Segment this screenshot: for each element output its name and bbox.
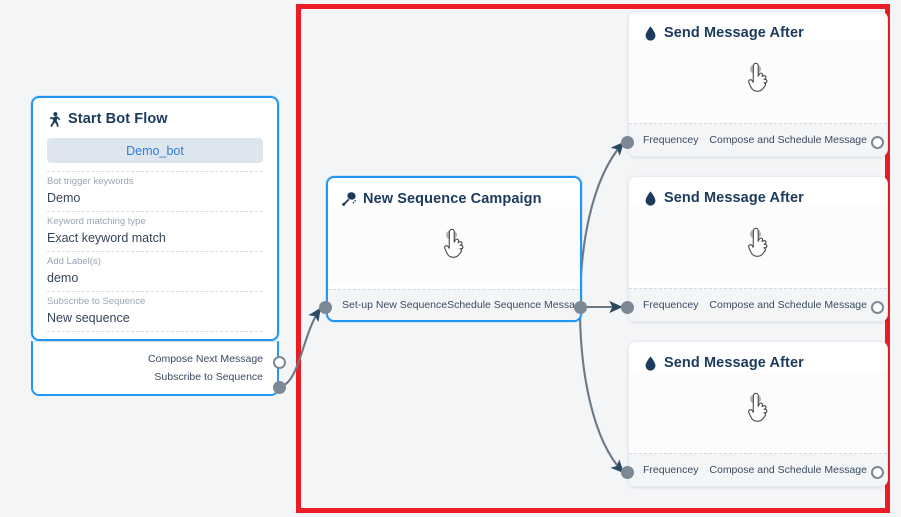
running-person-icon: [47, 111, 62, 127]
field-value: New sequence: [47, 311, 130, 325]
node-title: Send Message After: [664, 25, 804, 41]
megaphone-icon: [342, 191, 357, 207]
field-value: Exact keyword match: [47, 231, 166, 245]
port-frequencey-3[interactable]: [621, 466, 634, 479]
bot-field-list: Bot trigger keywords Demo Keyword matchi…: [47, 171, 263, 332]
edge-campaign-to-card-1: [578, 141, 625, 308]
field-subscribe-to-sequence[interactable]: Subscribe to Sequence New sequence: [47, 292, 263, 332]
node-start-bot-flow-footer: Compose Next Message Subscribe to Sequen…: [31, 341, 279, 396]
port-label: Subscribe to Sequence: [154, 371, 263, 383]
node-footer: Frequencey Compose and Schedule Message: [629, 123, 887, 156]
node-cursor-placeholder: [629, 371, 887, 449]
node-cursor-placeholder: [328, 207, 580, 285]
node-cursor-placeholder: [629, 41, 887, 119]
node-title: Send Message After: [664, 355, 804, 371]
node-send-message-after-3[interactable]: Send Message After Frequencey Compose an…: [628, 341, 888, 487]
pointing-hand-cursor: [444, 228, 464, 258]
bot-name-label: Demo_bot: [126, 143, 184, 158]
port-subscribe-to-sequence[interactable]: [273, 381, 286, 394]
field-label: Bot trigger keywords: [47, 176, 134, 187]
field-label: Add Label(s): [47, 256, 101, 267]
node-footer: Frequencey Compose and Schedule Message: [629, 288, 887, 321]
port-row-subscribe-to-sequence[interactable]: Subscribe to Sequence: [154, 370, 263, 384]
node-title: Send Message After: [664, 190, 804, 206]
port-compose-next-message[interactable]: [273, 356, 286, 369]
node-send-message-after-1[interactable]: Send Message After Frequencey Compose an…: [628, 11, 888, 157]
node-header: Start Bot Flow: [33, 98, 277, 127]
port-compose-and-schedule-message-3[interactable]: [871, 466, 884, 479]
node-title: Start Bot Flow: [68, 111, 168, 127]
port-compose-and-schedule-message-1[interactable]: [871, 136, 884, 149]
footer-label-left[interactable]: Frequencey: [643, 299, 699, 311]
pointing-hand-cursor: [748, 227, 768, 257]
field-keyword-matching-type[interactable]: Keyword matching type Exact keyword matc…: [47, 212, 263, 252]
bot-name-pill[interactable]: Demo_bot: [47, 138, 263, 163]
edge-subscribe-to-campaign: [279, 307, 321, 389]
footer-label-left[interactable]: Set-up New Sequence: [342, 299, 448, 311]
port-row-compose-next-message[interactable]: Compose Next Message: [148, 352, 263, 366]
edge-campaign-to-card-3: [578, 307, 625, 474]
port-schedule-sequence-message[interactable]: [574, 301, 587, 314]
node-cursor-placeholder: [629, 206, 887, 284]
node-send-message-after-2[interactable]: Send Message After Frequencey Compose an…: [628, 176, 888, 322]
water-drop-icon: [643, 355, 658, 371]
node-header: Send Message After: [629, 342, 887, 371]
field-value: demo: [47, 271, 79, 285]
node-start-bot-flow[interactable]: Start Bot Flow Demo_bot Bot trigger keyw…: [31, 96, 279, 341]
footer-label-right[interactable]: Schedule Sequence Message: [447, 299, 587, 311]
footer-label-left[interactable]: Frequencey: [643, 464, 699, 476]
port-list: Compose Next Message Subscribe to Sequen…: [33, 341, 277, 394]
footer-label-left[interactable]: Frequencey: [643, 134, 699, 146]
footer-label-right[interactable]: Compose and Schedule Message: [709, 299, 867, 311]
water-drop-icon: [643, 190, 658, 206]
node-header: New Sequence Campaign: [328, 178, 580, 207]
field-bot-trigger-keywords[interactable]: Bot trigger keywords Demo: [47, 171, 263, 212]
port-compose-and-schedule-message-2[interactable]: [871, 301, 884, 314]
pointing-hand-cursor: [748, 392, 768, 422]
footer-label-right[interactable]: Compose and Schedule Message: [709, 464, 867, 476]
pointing-hand-cursor: [748, 62, 768, 92]
footer-label-right[interactable]: Compose and Schedule Message: [709, 134, 867, 146]
port-frequencey-1[interactable]: [621, 136, 634, 149]
field-label: Keyword matching type: [47, 216, 146, 227]
port-frequencey-2[interactable]: [621, 301, 634, 314]
field-add-labels[interactable]: Add Label(s) demo: [47, 252, 263, 292]
water-drop-icon: [643, 25, 658, 41]
node-new-sequence-campaign[interactable]: New Sequence Campaign Set-up New Sequenc…: [326, 176, 587, 322]
node-title: New Sequence Campaign: [363, 191, 542, 207]
node-header: Send Message After: [629, 177, 887, 206]
field-label: Subscribe to Sequence: [47, 296, 146, 307]
field-value: Demo: [47, 191, 81, 205]
node-footer: Frequencey Compose and Schedule Message: [629, 453, 887, 486]
port-label: Compose Next Message: [148, 353, 263, 365]
node-footer: Set-up New Sequence Schedule Sequence Me…: [328, 289, 587, 320]
node-header: Send Message After: [629, 12, 887, 41]
port-setup-new-sequence[interactable]: [319, 301, 332, 314]
